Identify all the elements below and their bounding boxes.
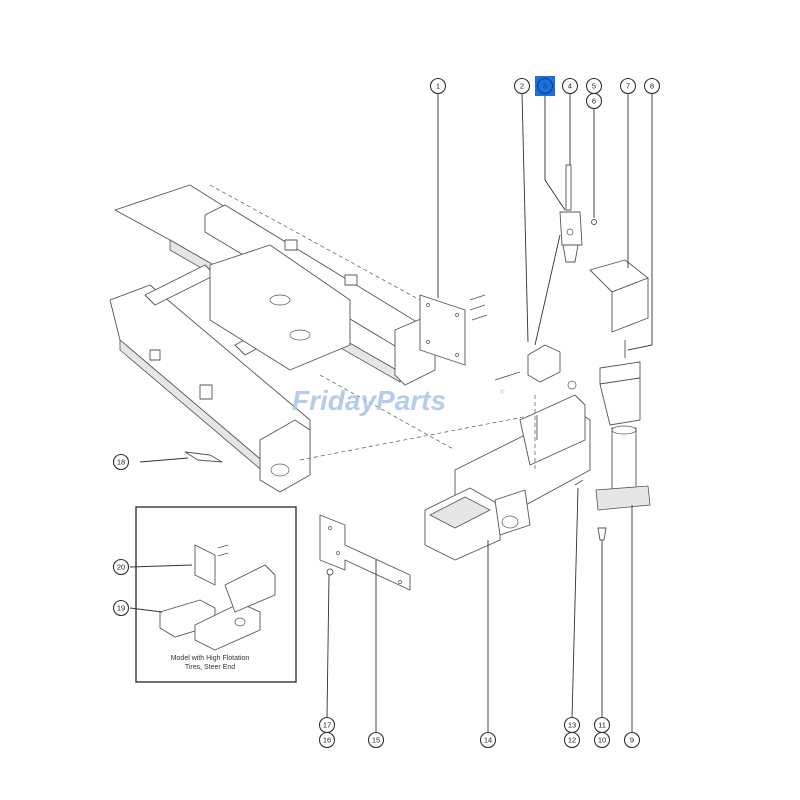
svg-text:16: 16 [323, 736, 331, 745]
callout-20[interactable]: 20 [112, 558, 130, 576]
svg-text:10: 10 [598, 736, 606, 745]
cylinder-part-3-4 [534, 93, 583, 346]
callout-16[interactable]: 16 [318, 731, 336, 749]
callout-2[interactable]: 2 [513, 77, 531, 95]
fridayparts-watermark: FridayParts ® [292, 385, 505, 416]
callout-9[interactable]: 9 [623, 731, 641, 749]
bolt-part-8 [624, 93, 653, 358]
bracket-part-2 [494, 92, 577, 390]
nut-part-16-17 [326, 568, 334, 719]
svg-text:6: 6 [592, 97, 596, 106]
hitch-tube-part-14 [424, 394, 591, 732]
watermark-registered-mark: ® [500, 389, 505, 396]
svg-text:2: 2 [520, 82, 524, 91]
callout-14[interactable]: 14 [479, 731, 497, 749]
svg-text:17: 17 [323, 721, 331, 730]
svg-text:5: 5 [592, 82, 596, 91]
svg-text:3: 3 [543, 82, 547, 91]
callout-5[interactable]: 5 [585, 77, 603, 95]
svg-text:7: 7 [626, 82, 630, 91]
svg-text:8: 8 [650, 82, 654, 91]
callout-4[interactable]: 4 [561, 77, 579, 95]
svg-text:14: 14 [484, 736, 492, 745]
callout-17[interactable]: 17 [318, 716, 336, 734]
plate-part-15 [319, 514, 411, 732]
inset-caption-line-2: Tires, Steer End [185, 664, 235, 671]
svg-text:13: 13 [568, 721, 576, 730]
svg-text:12: 12 [568, 736, 576, 745]
callout-12[interactable]: 12 [563, 731, 581, 749]
callout-13[interactable]: 13 [563, 716, 581, 734]
pin-part-5-6 [591, 108, 597, 225]
tube-part-9 [595, 361, 651, 732]
svg-text:1: 1 [436, 82, 440, 91]
callout-1[interactable]: 1 [429, 77, 447, 95]
svg-text:11: 11 [598, 721, 606, 730]
callout-3[interactable]: 3 [535, 76, 555, 96]
callout-18[interactable]: 18 [112, 453, 130, 471]
svg-text:4: 4 [568, 82, 572, 91]
inset-high-flotation: Model with High Flotation Tires, Steer E… [129, 506, 297, 683]
pin-part-18 [139, 451, 223, 463]
callout-7[interactable]: 7 [619, 77, 637, 95]
callout-15[interactable]: 15 [367, 731, 385, 749]
callout-8[interactable]: 8 [643, 77, 661, 95]
svg-text:20: 20 [117, 563, 125, 572]
callout-19[interactable]: 19 [112, 599, 130, 617]
mount-plate-part-1 [419, 93, 488, 366]
svg-text:18: 18 [117, 458, 125, 467]
bolt-part-12-13 [571, 479, 584, 719]
chassis-frame-drawing [109, 184, 561, 493]
svg-text:15: 15 [372, 736, 380, 745]
inset-caption-line-1: Model with High Flotation [171, 655, 250, 662]
svg-text:19: 19 [117, 604, 125, 613]
bolt-part-10-11 [597, 527, 607, 718]
callout-6[interactable]: 6 [585, 92, 603, 110]
top-plate-part-7 [589, 93, 649, 333]
watermark-logo: FridayParts [292, 385, 446, 416]
callout-11[interactable]: 11 [593, 716, 611, 734]
svg-text:9: 9 [630, 736, 634, 745]
callout-10[interactable]: 10 [593, 731, 611, 749]
